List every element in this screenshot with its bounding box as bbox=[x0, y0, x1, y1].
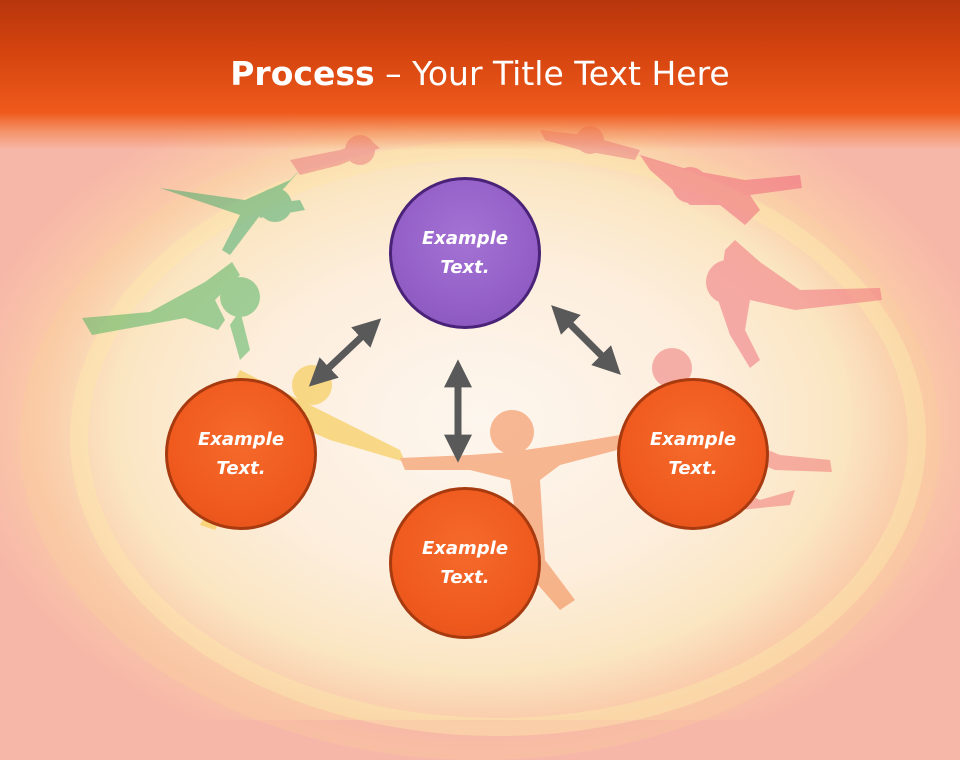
green-figure-upper bbox=[160, 170, 305, 255]
orange-figure bbox=[400, 410, 625, 610]
process-node-right[interactable]: Example Text. bbox=[617, 378, 769, 530]
title-bold-part: Process bbox=[230, 54, 375, 93]
connector-arrows bbox=[308, 305, 621, 463]
arrow-top-left bbox=[308, 318, 382, 387]
green-figure-lower bbox=[82, 262, 260, 360]
node-bottom-line1: Example bbox=[421, 538, 509, 559]
slide-title: Process – Your Title Text Here bbox=[0, 52, 960, 96]
arrow-top-right bbox=[551, 305, 621, 375]
process-node-top[interactable]: Example Text. bbox=[389, 177, 541, 329]
process-node-left[interactable]: Example Text. bbox=[165, 378, 317, 530]
node-bottom-line2: Text. bbox=[440, 567, 490, 588]
title-bar bbox=[0, 0, 960, 150]
node-left-line2: Text. bbox=[216, 458, 266, 479]
title-rest-part: – Your Title Text Here bbox=[374, 54, 730, 93]
red-figure-top-right bbox=[640, 155, 802, 225]
node-left-line1: Example bbox=[197, 429, 285, 450]
process-node-bottom[interactable]: Example Text. bbox=[389, 487, 541, 639]
red-figure-right-upper bbox=[706, 240, 882, 368]
people-circle-illustration bbox=[82, 126, 882, 610]
node-top-line2: Text. bbox=[440, 257, 490, 278]
node-right-line1: Example bbox=[649, 429, 737, 450]
node-right-line2: Text. bbox=[668, 458, 718, 479]
node-top-line1: Example bbox=[421, 228, 509, 249]
